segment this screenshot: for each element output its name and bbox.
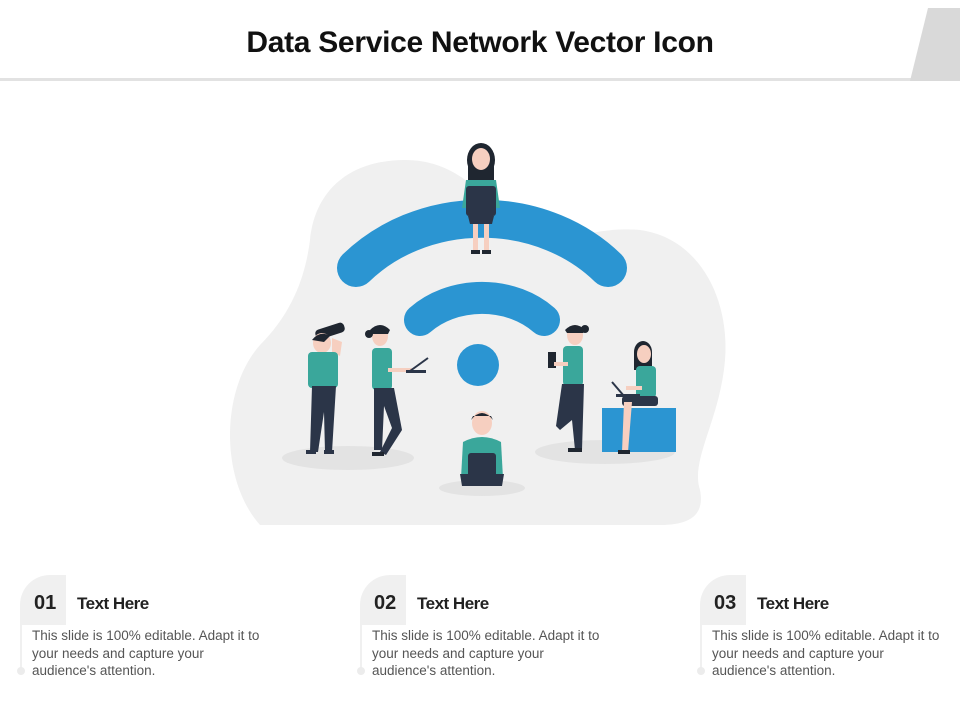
item-connector-line: [360, 623, 362, 673]
item-description: This slide is 100% editable. Adapt it to…: [712, 628, 940, 678]
woman-on-box-figure: [602, 341, 676, 454]
item-description: This slide is 100% editable. Adapt it to…: [372, 628, 600, 678]
man-with-binoculars-figure: [306, 322, 345, 454]
wifi-arc-inner: [404, 281, 560, 336]
title-divider: [0, 78, 960, 81]
number-badge-bg: [360, 575, 406, 625]
number-badge-bg: [20, 575, 66, 625]
wifi-network-illustration: [230, 143, 726, 525]
item-number: 03: [714, 592, 737, 614]
woman-with-laptop-figure: [365, 325, 429, 456]
number-badge-bg: [700, 575, 746, 625]
item-connector-dot: [17, 667, 25, 675]
item-connector-line: [700, 623, 702, 673]
item-description: This slide is 100% editable. Adapt it to…: [32, 628, 260, 678]
text-item-03: 03 Text Here This slide is 100% editable…: [697, 575, 950, 685]
page-title: Data Service Network Vector Icon: [246, 26, 714, 59]
item-number: 02: [374, 592, 397, 614]
wifi-dot: [457, 344, 499, 386]
item-connector-dot: [697, 667, 705, 675]
man-sitting-with-laptop-figure: [460, 411, 504, 486]
floor-shadow-left: [282, 446, 414, 470]
floor-shadow-center: [439, 480, 525, 496]
text-item-02: 02 Text Here This slide is 100% editable…: [357, 575, 610, 685]
text-item-01: 01 Text Here This slide is 100% editable…: [17, 575, 270, 685]
item-connector-dot: [357, 667, 365, 675]
title-bar: Data Service Network Vector Icon: [0, 0, 960, 82]
item-title: Text Here: [77, 594, 149, 613]
item-connector-line: [20, 623, 22, 673]
item-title: Text Here: [417, 594, 489, 613]
item-number: 01: [34, 592, 57, 614]
woman-on-top-figure: [462, 143, 500, 254]
title-corner-tab: [910, 8, 960, 81]
item-title: Text Here: [757, 594, 829, 613]
woman-with-tablet-figure: [548, 325, 589, 452]
